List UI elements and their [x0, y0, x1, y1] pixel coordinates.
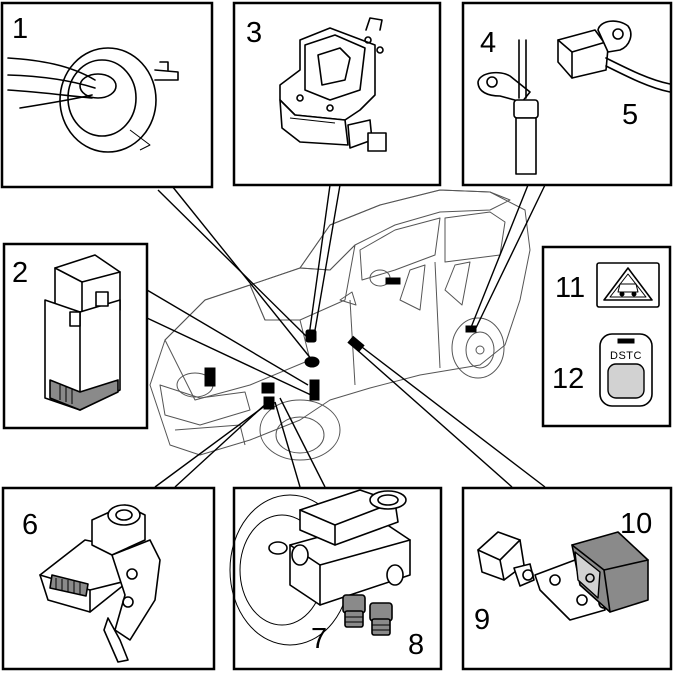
panel-4-5-wheel-speed-sensors: 4 5	[461, 1, 673, 187]
label-2: 2	[12, 257, 28, 289]
label-1: 1	[12, 13, 28, 45]
panel-2-control-module: 2	[2, 242, 149, 430]
label-12: 12	[552, 363, 584, 395]
panel-11-12-indicators: 11 12 DSTC	[541, 245, 672, 428]
panel-3-bracket-sensor: 3	[232, 1, 442, 187]
label-5: 5	[622, 99, 638, 131]
label-10: 10	[620, 508, 652, 540]
label-9: 9	[474, 604, 490, 636]
dstc-button-text: DSTC	[610, 350, 642, 362]
label-3: 3	[246, 17, 262, 49]
label-6: 6	[22, 509, 38, 541]
panel-7-8-master-cylinder: 7 8	[229, 486, 443, 671]
panel-6-hydraulic-unit: 6	[1, 486, 216, 671]
label-8: 8	[408, 629, 424, 661]
panel-1-steering-sensor: 1	[0, 1, 214, 189]
label-11: 11	[555, 272, 585, 304]
leader-lines	[146, 184, 546, 488]
panel-9-10-sensor-bracket: 10 9	[461, 486, 673, 671]
label-7: 7	[311, 623, 327, 655]
warning-lamp-icon	[596, 262, 660, 308]
label-4: 4	[480, 27, 496, 59]
car-illustration	[149, 189, 531, 461]
